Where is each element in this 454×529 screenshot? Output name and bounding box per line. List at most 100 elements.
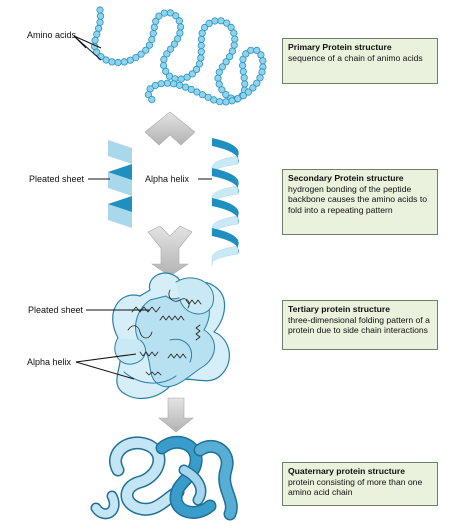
- tertiary-structure: [112, 272, 230, 400]
- secondary-structure-title: Secondary Protein structure: [288, 173, 404, 183]
- amino-acid-bead: [170, 80, 178, 88]
- amino-acid-bead: [95, 24, 103, 32]
- amino-acid-bead: [197, 48, 205, 56]
- amino-acid-bead: [120, 58, 128, 66]
- tertiary-structure-box: Tertiary protein structure three-dimensi…: [282, 300, 438, 350]
- amino-acid-bead: [218, 86, 226, 94]
- amino-acid-bead: [222, 98, 230, 106]
- quaternary-structure-title: Quaternary protein structure: [288, 466, 405, 476]
- helix-turn-front: [212, 168, 239, 194]
- amino-acid-chain: [91, 6, 267, 106]
- amino-acid-bead: [148, 35, 156, 44]
- amino-acid-bead: [102, 56, 110, 64]
- amino-acids-label: Amino acids: [27, 30, 77, 40]
- amino-acid-bead: [142, 46, 150, 54]
- amino-acid-bead: [149, 29, 157, 38]
- amino-acid-bead: [108, 58, 116, 66]
- amino-acid-bead: [160, 55, 168, 64]
- amino-acid-bead: [259, 57, 267, 65]
- amino-acid-bead: [230, 41, 238, 49]
- amino-acid-bead: [247, 46, 255, 54]
- amino-acid-bead: [176, 81, 184, 89]
- quaternary-structure-box: Quaternary protein structure protein con…: [282, 462, 438, 506]
- amino-acid-bead: [228, 47, 236, 55]
- amino-acid-bead: [249, 84, 257, 92]
- amino-acid-bead: [214, 74, 222, 82]
- amino-acid-bead: [183, 73, 191, 81]
- pleated-sheet-label-tertiary: Pleated sheet: [28, 305, 84, 315]
- amino-acid-bead: [163, 79, 171, 87]
- amino-acid-bead: [167, 45, 175, 53]
- amino-acid-bead: [201, 23, 209, 32]
- helix-turn-front: [212, 138, 239, 164]
- diverging-arrow: [144, 111, 196, 146]
- amino-acid-bead: [215, 68, 223, 76]
- amino-acid-bead: [257, 51, 265, 59]
- amino-acid-bead: [242, 50, 250, 58]
- amino-acid-bead: [210, 96, 218, 104]
- converging-arrow: [147, 225, 193, 277]
- amino-acid-bead: [93, 48, 101, 56]
- amino-acid-bead: [231, 35, 239, 43]
- amino-acid-bead: [152, 17, 160, 25]
- amino-acid-bead: [198, 91, 207, 99]
- amino-acid-bead: [97, 12, 105, 20]
- amino-acid-bead: [155, 12, 163, 20]
- amino-acid-bead: [132, 53, 140, 62]
- amino-acid-bead: [114, 58, 122, 67]
- tertiary-structure-description: three-dimensional folding pattern of a p…: [288, 314, 430, 336]
- amino-acid-bead: [174, 35, 182, 43]
- amino-acid-bead: [172, 12, 180, 20]
- amino-acid-bead: [162, 67, 170, 75]
- pleated-sheet-segment: [108, 204, 132, 228]
- amino-acid-bead: [253, 46, 261, 55]
- amino-acid-bead: [91, 36, 99, 44]
- amino-acid-bead: [192, 65, 201, 74]
- amino-acid-bead: [222, 58, 230, 66]
- tertiary-pointers: [75, 309, 150, 380]
- quaternary-structure: [90, 435, 238, 521]
- amino-acid-bead: [181, 83, 190, 91]
- amino-acids-pointer: [73, 35, 102, 61]
- pleated-sheet-secondary: [108, 140, 132, 228]
- amino-acid-bead: [215, 80, 223, 88]
- amino-acid-bead: [218, 63, 226, 71]
- amino-acid-bead: [144, 91, 152, 99]
- amino-acid-bead: [241, 80, 249, 88]
- pleated-sheet-label-secondary: Pleated sheet: [29, 174, 85, 184]
- amino-acid-bead: [151, 81, 159, 90]
- amino-acid-bead: [197, 54, 205, 62]
- tertiary-structure-title: Tertiary protein structure: [288, 304, 391, 314]
- alpha-helix-label-secondary: Alpha helix: [145, 174, 190, 184]
- pleated-sheet-segment: [108, 140, 132, 164]
- amino-acid-bead: [195, 60, 203, 68]
- helix-turn-back: [211, 245, 239, 267]
- amino-acid-bead: [96, 18, 104, 26]
- amino-acid-bead: [93, 30, 101, 38]
- amino-acid-bead: [226, 53, 234, 61]
- amino-acid-bead: [230, 29, 238, 37]
- amino-acid-bead: [197, 41, 205, 50]
- amino-acid-bead: [96, 6, 104, 14]
- primary-structure-box: Primary Protein structure sequence of a …: [282, 38, 438, 84]
- helix-turn-front: [212, 228, 239, 254]
- amino-acid-bead: [253, 79, 261, 87]
- amino-acid-bead: [160, 9, 168, 17]
- alpha-helix-secondary: [211, 138, 239, 267]
- amino-acid-bead: [137, 50, 145, 58]
- amino-acid-bead: [150, 23, 158, 31]
- amino-acid-bead: [177, 75, 185, 83]
- amino-acid-bead: [222, 91, 230, 99]
- amino-acid-bead: [239, 61, 247, 70]
- amino-acid-bead: [223, 19, 231, 27]
- amino-acid-bead: [244, 88, 252, 96]
- amino-acid-bead: [240, 74, 248, 82]
- amino-acid-bead: [148, 96, 156, 104]
- amino-acid-bead: [239, 92, 247, 100]
- amino-acid-bead: [228, 97, 236, 105]
- amino-acid-bead: [188, 70, 196, 78]
- secondary-structure-description: hydrogen bonding of the peptide backbone…: [288, 183, 428, 215]
- amino-acid-bead: [170, 40, 178, 48]
- amino-acid-bead: [256, 74, 264, 82]
